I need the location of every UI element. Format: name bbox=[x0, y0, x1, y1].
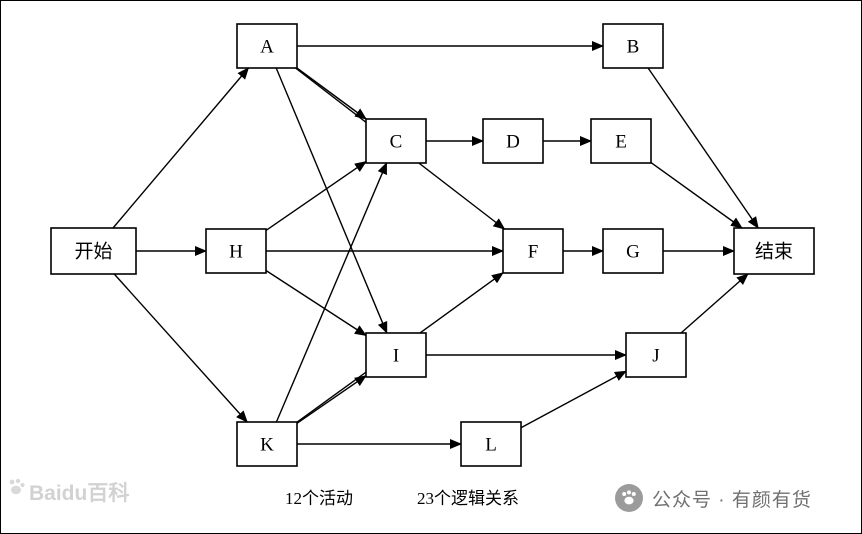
node-G-label: G bbox=[626, 242, 640, 263]
node-L: L bbox=[460, 421, 522, 467]
node-L-label: L bbox=[485, 435, 497, 456]
edge-K-I bbox=[296, 375, 367, 424]
edge-H-C bbox=[265, 161, 367, 231]
caption-relation-count: 23个逻辑关系 bbox=[417, 489, 519, 508]
node-B-label: B bbox=[627, 37, 640, 58]
node-start: 开始 bbox=[50, 227, 137, 275]
edge-K-C bbox=[275, 162, 388, 423]
node-E-box bbox=[590, 118, 652, 164]
node-E-label: E bbox=[615, 132, 627, 153]
footer-branding-text: 公众号 · 有颜有货 bbox=[652, 489, 812, 511]
node-I-label: I bbox=[393, 346, 399, 367]
node-J-label: J bbox=[652, 346, 659, 367]
paw-logo-icon bbox=[615, 484, 643, 512]
node-B-box bbox=[602, 23, 664, 69]
node-F-label: F bbox=[528, 242, 539, 263]
node-I: I bbox=[365, 332, 427, 378]
node-J-box bbox=[625, 332, 687, 378]
paw-icon-light bbox=[9, 478, 25, 495]
node-B: B bbox=[602, 23, 664, 69]
footer-branding: 公众号 · 有颜有货 bbox=[615, 484, 812, 512]
node-start-label: 开始 bbox=[74, 241, 112, 263]
node-D-box bbox=[482, 118, 544, 164]
node-end-box bbox=[733, 227, 815, 275]
edge-start-A bbox=[112, 67, 250, 229]
nodes-layer: 开始 A B C D E H F G 结束 I J K L bbox=[50, 23, 815, 467]
node-K-label: K bbox=[260, 435, 274, 456]
node-D-label: D bbox=[506, 132, 520, 153]
node-J: J bbox=[625, 332, 687, 378]
node-G: G bbox=[602, 228, 664, 274]
edge-A-I bbox=[275, 67, 388, 334]
node-end: 结束 bbox=[733, 227, 815, 275]
node-A-label: A bbox=[260, 37, 274, 58]
node-E: E bbox=[590, 118, 652, 164]
node-I-box bbox=[365, 332, 427, 378]
edge-B-end bbox=[647, 67, 759, 229]
node-C-label: C bbox=[390, 132, 403, 153]
edge-J-end bbox=[680, 273, 749, 334]
node-A: A bbox=[236, 23, 298, 69]
node-K-box bbox=[236, 421, 298, 467]
baidu-watermark: Baidu百科 bbox=[5, 477, 129, 507]
edge-A-C bbox=[296, 67, 367, 120]
node-C: C bbox=[365, 118, 427, 164]
node-L-box bbox=[460, 421, 522, 467]
node-A-box bbox=[236, 23, 298, 69]
node-H-label: H bbox=[229, 242, 243, 263]
node-D: D bbox=[482, 118, 544, 164]
node-G-box bbox=[602, 228, 664, 274]
node-start-box bbox=[50, 227, 137, 275]
node-end-label: 结束 bbox=[755, 241, 793, 263]
node-C-box bbox=[365, 118, 427, 164]
edge-start-K bbox=[113, 273, 248, 423]
edge-E-end bbox=[650, 162, 743, 229]
caption-activity-count: 12个活动 bbox=[285, 489, 353, 508]
node-H: H bbox=[205, 228, 267, 274]
node-K: K bbox=[236, 421, 298, 467]
edge-L-J bbox=[520, 370, 627, 429]
baidu-watermark-text: Baidu百科 bbox=[29, 482, 130, 505]
edge-H-I bbox=[265, 269, 367, 337]
paw-glyph bbox=[622, 490, 636, 505]
node-F: F bbox=[502, 228, 564, 274]
node-F-box bbox=[502, 228, 564, 274]
node-H-box bbox=[205, 228, 267, 274]
